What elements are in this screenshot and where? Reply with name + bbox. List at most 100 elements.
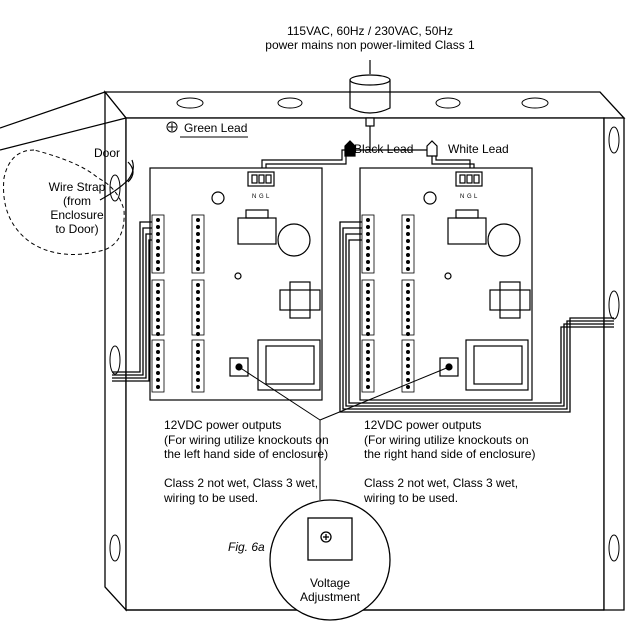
terminal-screw (406, 267, 410, 271)
terminal-screw (366, 343, 370, 347)
terminal-screw (196, 350, 200, 354)
terminal-screw (196, 218, 200, 222)
terminal-screw (366, 225, 370, 229)
terminal-screw (406, 325, 410, 329)
terminal-screw (406, 343, 410, 347)
terminal-screw (196, 343, 200, 347)
power-board-right (359, 167, 533, 401)
terminal-screw (366, 350, 370, 354)
terminal-screw (366, 311, 370, 315)
terminal-letter-l: L (474, 194, 478, 200)
terminal-screw (366, 290, 370, 294)
terminal-screw (196, 378, 200, 382)
terminal-screw (366, 297, 370, 301)
terminal-screw (196, 290, 200, 294)
terminal-screw (366, 378, 370, 382)
terminal-screw (196, 385, 200, 389)
terminal-screw (406, 283, 410, 287)
terminal-screw (156, 350, 160, 354)
voltage-adjustment-callout (269, 499, 391, 621)
terminal-screw (156, 290, 160, 294)
terminal-screw (196, 297, 200, 301)
terminal-screw (156, 378, 160, 382)
terminal-screw (196, 364, 200, 368)
left-output-note: 12VDC power outputs (For wiring utilize … (164, 418, 329, 505)
green-lead-label: Green Lead (184, 121, 248, 135)
door-label: Door (94, 146, 121, 160)
terminal-screw (156, 239, 160, 243)
terminal-screw (406, 253, 410, 257)
terminal-screw (366, 232, 370, 236)
terminal-screw (366, 385, 370, 389)
terminal-screw (196, 311, 200, 315)
top-knockouts (176, 97, 549, 109)
terminal-screw (156, 385, 160, 389)
terminal-screw (156, 311, 160, 315)
terminal-screw (156, 253, 160, 257)
terminal-screw (406, 385, 410, 389)
terminal-letter-l: L (266, 194, 270, 200)
terminal-screw (366, 239, 370, 243)
terminal-screw (156, 371, 160, 375)
terminal-screw (156, 364, 160, 368)
terminal-screw (406, 332, 410, 336)
wire-strap (99, 159, 134, 201)
terminal-screw (366, 357, 370, 361)
terminal-screw (406, 225, 410, 229)
terminal-screw (196, 332, 200, 336)
terminal-screw (406, 290, 410, 294)
terminal-letter-n: N (460, 194, 464, 200)
terminal-screw (196, 371, 200, 375)
terminal-screw (406, 357, 410, 361)
terminal-screw (196, 239, 200, 243)
terminal-letter-g: G (259, 194, 264, 200)
terminal-screw (156, 304, 160, 308)
terminal-screw (406, 232, 410, 236)
terminal-screw (366, 325, 370, 329)
terminal-screw (156, 232, 160, 236)
terminal-screw (156, 225, 160, 229)
terminal-screw (156, 246, 160, 250)
pointer-lines (238, 366, 450, 500)
terminal-screw (366, 218, 370, 222)
terminal-screw (406, 378, 410, 382)
white-lead-label: White Lead (448, 142, 509, 156)
terminal-screw (196, 267, 200, 271)
terminal-screw (406, 218, 410, 222)
terminal-screw (156, 218, 160, 222)
terminal-screw (196, 325, 200, 329)
terminal-screw (366, 260, 370, 264)
terminal-screw (156, 283, 160, 287)
right-output-note: 12VDC power outputs (For wiring utilize … (364, 418, 536, 505)
terminal-screw (366, 371, 370, 375)
wire-strap-label: Wire Strap (from Enclosure to Door) (48, 180, 106, 236)
terminal-screw (366, 364, 370, 368)
terminal-screw (156, 318, 160, 322)
terminal-screw (406, 371, 410, 375)
terminal-screw (196, 283, 200, 287)
terminal-screw (406, 318, 410, 322)
terminal-screw (196, 246, 200, 250)
mains-label: 115VAC, 60Hz / 230VAC, 50Hz power mains … (265, 24, 475, 52)
terminal-screw (196, 357, 200, 361)
mains-cable (349, 60, 391, 136)
terminal-screw (196, 232, 200, 236)
terminal-letter-n: N (252, 194, 256, 200)
black-lead-label: Black Lead (354, 142, 414, 156)
terminal-screw (196, 318, 200, 322)
terminal-screw (406, 239, 410, 243)
green-lead (166, 121, 248, 138)
terminal-screw (196, 225, 200, 229)
terminal-screw (366, 332, 370, 336)
terminal-screw (366, 304, 370, 308)
side-knockouts (109, 126, 620, 562)
terminal-screw (366, 283, 370, 287)
terminal-screw (406, 297, 410, 301)
terminal-screw (196, 304, 200, 308)
terminal-screw (156, 332, 160, 336)
terminal-screw (156, 297, 160, 301)
voltage-adjustment-label: Voltage Adjustment (299, 576, 361, 604)
terminal-screw (156, 260, 160, 264)
terminal-screw (406, 364, 410, 368)
